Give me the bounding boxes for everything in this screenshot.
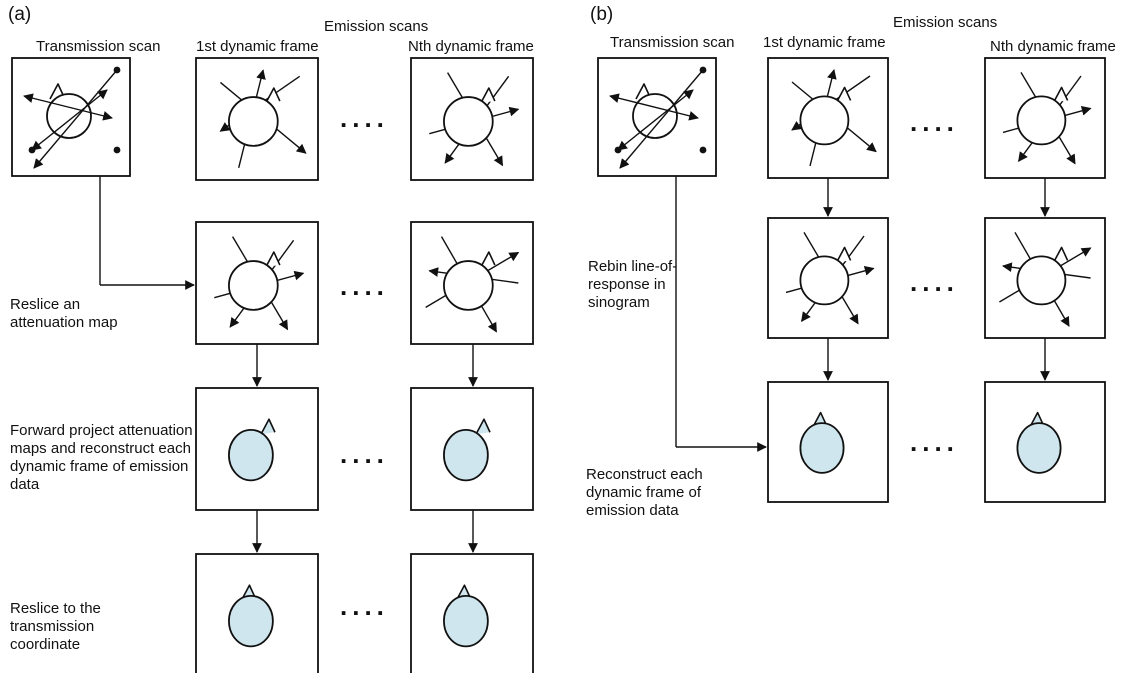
emission-head [443, 87, 496, 147]
reconstruction-frame [410, 553, 534, 673]
panel-a-ellipsis-row4: .... [340, 591, 389, 621]
panel-a-transmission-header: Transmission scan [36, 38, 161, 55]
emission-head [443, 251, 496, 311]
annihilation-point-icon [113, 146, 121, 154]
emission-head [228, 87, 281, 147]
panel-b-ellipsis-row1: .... [910, 107, 959, 137]
panel-a-frameN-reconstruction [443, 418, 491, 482]
panel-b-label: (b) [590, 4, 614, 25]
head-ear [265, 251, 281, 268]
panel-a-frameN-resliced [443, 584, 489, 648]
emission-head [1016, 86, 1069, 146]
reconstructed-head-icon [228, 584, 274, 648]
reconstructed-head-icon [228, 418, 276, 482]
head-outline-icon [443, 428, 489, 482]
head-outline-icon [228, 96, 279, 147]
head-outline-icon [1016, 422, 1062, 474]
panel-b-frameN-reconstruction [1016, 411, 1062, 474]
panel-a-ellipsis-row3: .... [340, 439, 389, 469]
panel-a-frame1-resliced [228, 584, 274, 648]
panel-a-frame1-reconstruction [228, 418, 276, 482]
panel-a-transmission-to-map-arrow [99, 176, 195, 290]
head-outline-icon [46, 93, 92, 139]
emission-head [228, 251, 281, 311]
transmission-frame [597, 57, 717, 177]
annihilation-point-icon [699, 146, 707, 154]
head-ear [260, 418, 276, 435]
transmission-frame [11, 57, 131, 177]
panel-a-nth-frame-header: Nth dynamic frame [408, 38, 534, 55]
head-outline-icon [799, 255, 850, 306]
panel-b-ellipsis-row2: .... [910, 267, 959, 297]
emission-frame [410, 221, 534, 345]
reconstruction-frame [195, 553, 319, 673]
panel-a-ellipsis-row2: .... [340, 271, 389, 301]
reconstructed-head-icon [799, 411, 845, 474]
transmission-rays [609, 66, 707, 169]
head-ear [1052, 86, 1069, 103]
panel-a-ellipsis-row1: .... [340, 103, 389, 133]
emission-head [1016, 246, 1069, 306]
reconstruction-frame [767, 381, 889, 503]
panel-b-frame1-reconstruction [799, 411, 845, 474]
line-of-response-arrow-icon [31, 89, 108, 151]
reconstruction-frame [984, 381, 1106, 503]
panel-b-transmission-header: Transmission scan [610, 34, 735, 51]
head-ear [835, 86, 852, 103]
panel-b-step-rebin: Rebin line-of-response in sinogram [588, 258, 678, 311]
panel-a-emission-header: Emission scans [324, 18, 429, 35]
emission-head [799, 86, 852, 146]
reconstruction-frame [410, 387, 534, 511]
head-outline-icon [799, 422, 845, 474]
head-outline-icon [632, 93, 678, 139]
emission-frame [410, 57, 534, 181]
emission-head [799, 246, 852, 306]
reconstructed-head-icon [1016, 411, 1062, 474]
head-outline-icon [228, 594, 274, 648]
reconstructed-head-icon [443, 584, 489, 648]
head-ear [265, 87, 281, 104]
head-ear [835, 246, 852, 263]
panel-b-ellipsis-row3: .... [910, 427, 959, 457]
emission-frame [195, 57, 319, 181]
head-outline-icon [228, 428, 274, 482]
panel-a-step-reslice-map: Reslice an attenuation map [10, 296, 118, 331]
annihilation-point-icon [699, 66, 707, 74]
head-outline-icon [443, 96, 494, 147]
head-outline-icon [228, 260, 279, 311]
annihilation-point-icon [28, 146, 36, 154]
head-outline-icon [443, 260, 494, 311]
panel-b-nth-frame-header: Nth dynamic frame [990, 38, 1116, 55]
panel-b-emission-header: Emission scans [893, 14, 998, 31]
head-outline-icon [443, 594, 489, 648]
annihilation-point-icon [113, 66, 121, 74]
head-ear [475, 418, 491, 435]
reconstructed-head-icon [443, 418, 491, 482]
panel-b-first-frame-header: 1st dynamic frame [763, 34, 886, 51]
transmission-rays [23, 66, 121, 169]
panel-a-step-reslice-transmission: Reslice to the transmission coordinate [10, 600, 101, 653]
line-of-response-arrow-icon [617, 89, 694, 151]
panel-b-transmission-to-recon-arrow [675, 176, 767, 452]
head-ear [480, 87, 496, 104]
panel-a-label: (a) [8, 4, 32, 25]
head-outline-icon [799, 95, 850, 146]
head-ear [480, 251, 496, 268]
head-ear [1052, 246, 1069, 263]
head-outline-icon [1016, 95, 1067, 146]
panel-a-step-forward-project: Forward project attenuation maps and rec… [10, 422, 193, 493]
panel-b-step-reconstruct: Reconstruct each dynamic frame of emissi… [586, 466, 703, 519]
annihilation-point-icon [614, 146, 622, 154]
panel-a-first-frame-header: 1st dynamic frame [196, 38, 319, 55]
head-outline-icon [1016, 255, 1067, 306]
